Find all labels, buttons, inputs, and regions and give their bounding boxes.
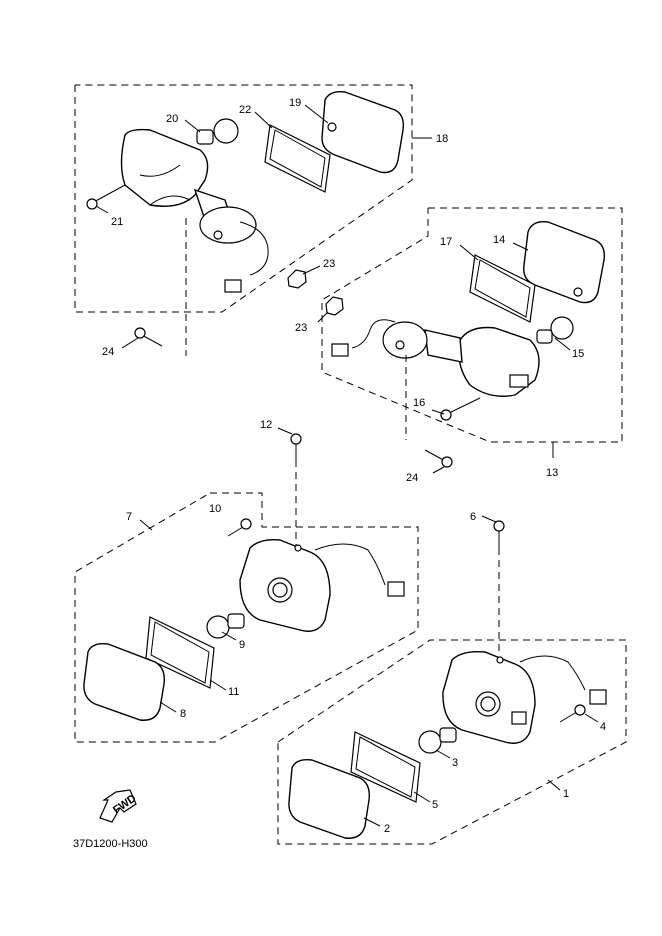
- callout-20: 20: [166, 113, 178, 125]
- assembly-group-18: [74, 84, 432, 356]
- callout-12: 12: [260, 419, 272, 431]
- callout-21: 21: [111, 216, 123, 228]
- callout-15: 15: [572, 348, 584, 360]
- assembly-group-7: [74, 427, 419, 743]
- callout-19: 19: [289, 97, 301, 109]
- callout-24b: 24: [406, 472, 418, 484]
- callout-7: 7: [126, 511, 132, 523]
- callout-11: 11: [228, 686, 239, 698]
- callout-17: 17: [440, 236, 452, 248]
- callout-23a: 23: [323, 258, 335, 270]
- assembly-group-1: [277, 515, 627, 845]
- assembly-group-13: [317, 207, 623, 474]
- callout-1: 1: [563, 788, 569, 800]
- callout-13: 13: [546, 467, 558, 479]
- callout-3: 3: [452, 757, 458, 769]
- callout-6: 6: [470, 511, 476, 523]
- callout-18: 18: [436, 133, 448, 145]
- callout-23b: 23: [295, 322, 307, 334]
- callout-22: 22: [239, 104, 251, 116]
- callout-8: 8: [180, 708, 186, 720]
- diagram-code: 37D1200-H300: [73, 838, 148, 850]
- callout-2: 2: [384, 823, 390, 835]
- callout-16: 16: [413, 397, 425, 409]
- callout-4: 4: [600, 721, 606, 733]
- callout-14: 14: [493, 234, 505, 246]
- callout-24a: 24: [102, 346, 114, 358]
- callout-10: 10: [209, 503, 221, 515]
- fwd-arrow-icon: FWD: [99, 789, 138, 823]
- callout-5: 5: [432, 799, 438, 811]
- callout-9: 9: [239, 639, 245, 651]
